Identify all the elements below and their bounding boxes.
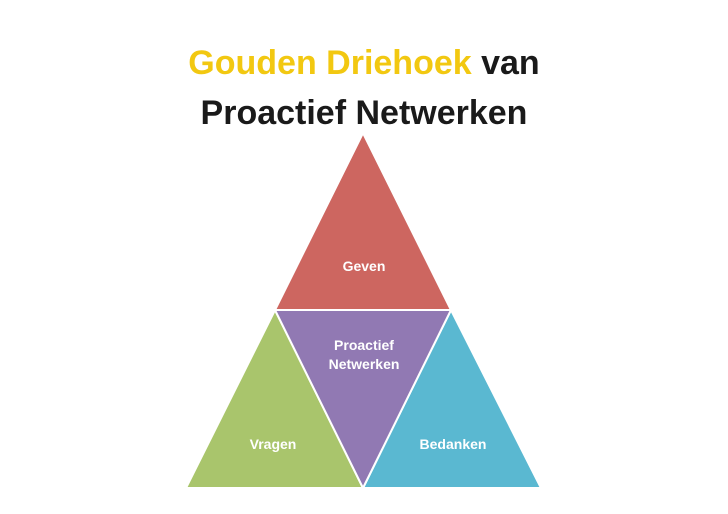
title-highlight: Gouden Driehoek <box>188 44 472 82</box>
triangle-top <box>273 130 453 311</box>
triangle-center <box>273 309 453 491</box>
diagram-title: Gouden Driehoek van Proactief Netwerken <box>0 38 728 138</box>
label-vragen: Vragen <box>250 436 297 452</box>
label-geven: Geven <box>343 258 386 274</box>
label-netwerken: Netwerken <box>329 356 400 372</box>
label-bedanken: Bedanken <box>420 436 487 452</box>
label-proactief: Proactief <box>334 337 394 353</box>
title-line2: Proactief Netwerken <box>200 94 528 132</box>
title-rest: van <box>481 44 540 82</box>
